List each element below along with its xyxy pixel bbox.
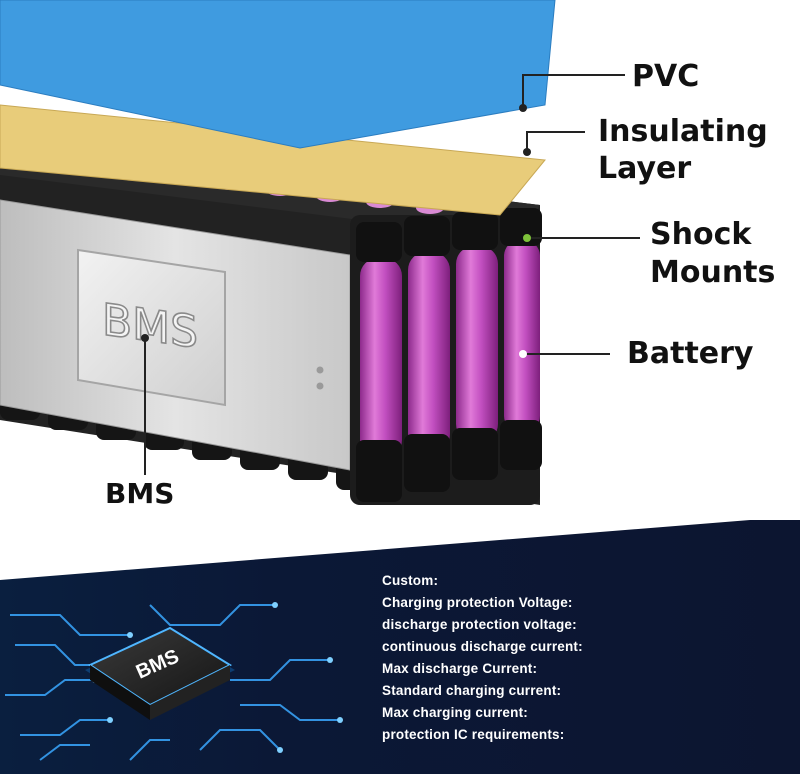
insulating-layer [0, 104, 546, 216]
pvc-layer [0, 0, 556, 149]
spec-banner: BMS [0, 520, 800, 774]
callout-shock-line1: Shock [650, 217, 752, 252]
callout-bms: BMS [105, 477, 175, 510]
callout-insulating-line2: Layer [598, 151, 692, 186]
bms-board: BMS [0, 199, 351, 471]
callout-dots [141, 104, 531, 358]
callout-lines [144, 74, 640, 475]
spec-continuous-discharge-current: continuous discharge current: [382, 639, 583, 654]
spec-custom: Custom: [382, 573, 439, 588]
callout-pvc: PVC [632, 59, 700, 94]
battery-cells [350, 208, 542, 505]
spec-discharge-protection-voltage: discharge protection voltage: [382, 617, 577, 632]
callout-battery: Battery [627, 336, 754, 371]
callout-insulating-line1: Insulating [598, 114, 768, 149]
callout-shock-line2: Mounts [650, 255, 776, 290]
spec-max-discharge-current: Max discharge Current: [382, 661, 538, 676]
spec-charging-protection-voltage: Charging protection Voltage: [382, 595, 573, 610]
bms-chip-icon: BMS [85, 626, 235, 720]
spec-max-charging-current: Max charging current: [382, 705, 528, 720]
battery-pack-illustration: BMS [0, 0, 640, 505]
circuit-board-icon [5, 604, 340, 761]
spec-protection-ic-requirements: protection IC requirements: [382, 727, 565, 742]
spec-standard-charging-current: Standard charging current: [382, 683, 562, 698]
